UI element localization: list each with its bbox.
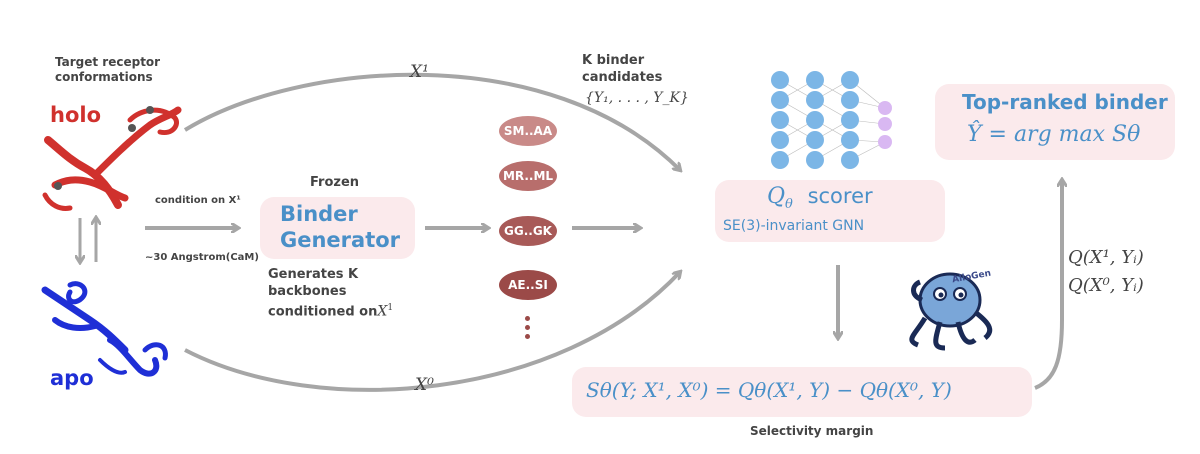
apo-label: apo xyxy=(50,366,94,390)
candidate-pill-1: SM..AA xyxy=(499,116,557,146)
binder-generator-box: Binder Generator xyxy=(260,197,415,259)
candidate-pill-2: MR..ML xyxy=(499,161,557,191)
scorer-q: Q xyxy=(767,184,786,209)
generator-desc-line1: Generates K xyxy=(268,267,359,282)
holo-label: holo xyxy=(50,103,102,127)
arrow-to-top-ranked xyxy=(1034,180,1062,390)
margin-caption: Selectivity margin xyxy=(750,424,874,438)
candidate-ellipsis xyxy=(525,316,531,343)
candidates-set: {Y₁, . . . , Y_K} xyxy=(585,90,689,106)
curve-x1 xyxy=(183,72,680,170)
candidates-title-line2: candidates xyxy=(582,70,663,85)
margin-formula: Sθ(Y; X¹, X⁰) = Qθ(X¹, Y) − Qθ(X⁰, Y) xyxy=(586,378,952,402)
generator-desc-sup: 1 xyxy=(387,303,394,313)
path-label-x0: X⁰ xyxy=(415,375,434,395)
binder-generator-line2: Generator xyxy=(280,228,401,252)
top-ranked-title: Top-ranked binder xyxy=(962,90,1168,114)
generator-description: Generates K backbones conditioned onX1 xyxy=(268,266,393,320)
candidate-pill-4: AE..SI xyxy=(499,270,557,300)
receptor-title-line1: Target receptor xyxy=(55,55,161,69)
scorer-box: Qθ scorer SE(3)-invariant GNN xyxy=(715,180,945,242)
score-line-1: Q(X¹, Yᵢ) xyxy=(1068,247,1144,268)
candidates-title: K binder candidates xyxy=(582,52,662,86)
receptor-title: Target receptor conformations xyxy=(55,55,160,85)
scorer-subtitle: SE(3)-invariant GNN xyxy=(723,218,865,234)
score-labels: Q(X¹, Yᵢ) Q(X⁰, Yᵢ) xyxy=(1068,244,1144,300)
top-ranked-box: Top-ranked binder Ŷ = arg max Sθ xyxy=(935,84,1175,160)
receptor-title-line2: conformations xyxy=(55,70,153,84)
frozen-label: Frozen xyxy=(310,175,360,190)
scorer-q-sub: θ xyxy=(785,197,793,213)
holo-protein-structure xyxy=(42,106,182,211)
curve-x0 xyxy=(184,272,680,392)
binder-generator-line1: Binder xyxy=(280,202,358,226)
candidate-pill-3: GG..GK xyxy=(499,216,557,246)
generator-desc-line2: backbones xyxy=(268,284,347,299)
path-label-x1: X¹ xyxy=(410,62,429,82)
selectivity-margin-box: Sθ(Y; X¹, X⁰) = Qθ(X¹, Y) − Qθ(X⁰, Y) xyxy=(572,367,1032,417)
gnn-network-icon xyxy=(771,71,892,169)
generator-desc-math: X xyxy=(377,303,388,320)
condition-label: condition on X¹ xyxy=(155,195,241,206)
generator-desc-line3-wrap: conditioned onX1 xyxy=(268,300,393,320)
apo-protein-structure xyxy=(41,281,168,377)
candidates-title-line1: K binder xyxy=(582,53,645,68)
scorer-title: Qθ scorer xyxy=(767,184,873,212)
distance-label: ~30 Angstrom(CaM) xyxy=(145,252,259,263)
top-ranked-formula: Ŷ = arg max Sθ xyxy=(967,122,1141,147)
generator-desc-line3: conditioned on xyxy=(268,304,378,320)
score-line-2: Q(X⁰, Yᵢ) xyxy=(1068,275,1144,296)
allogen-logo xyxy=(909,272,993,351)
scorer-word: scorer xyxy=(807,184,873,208)
